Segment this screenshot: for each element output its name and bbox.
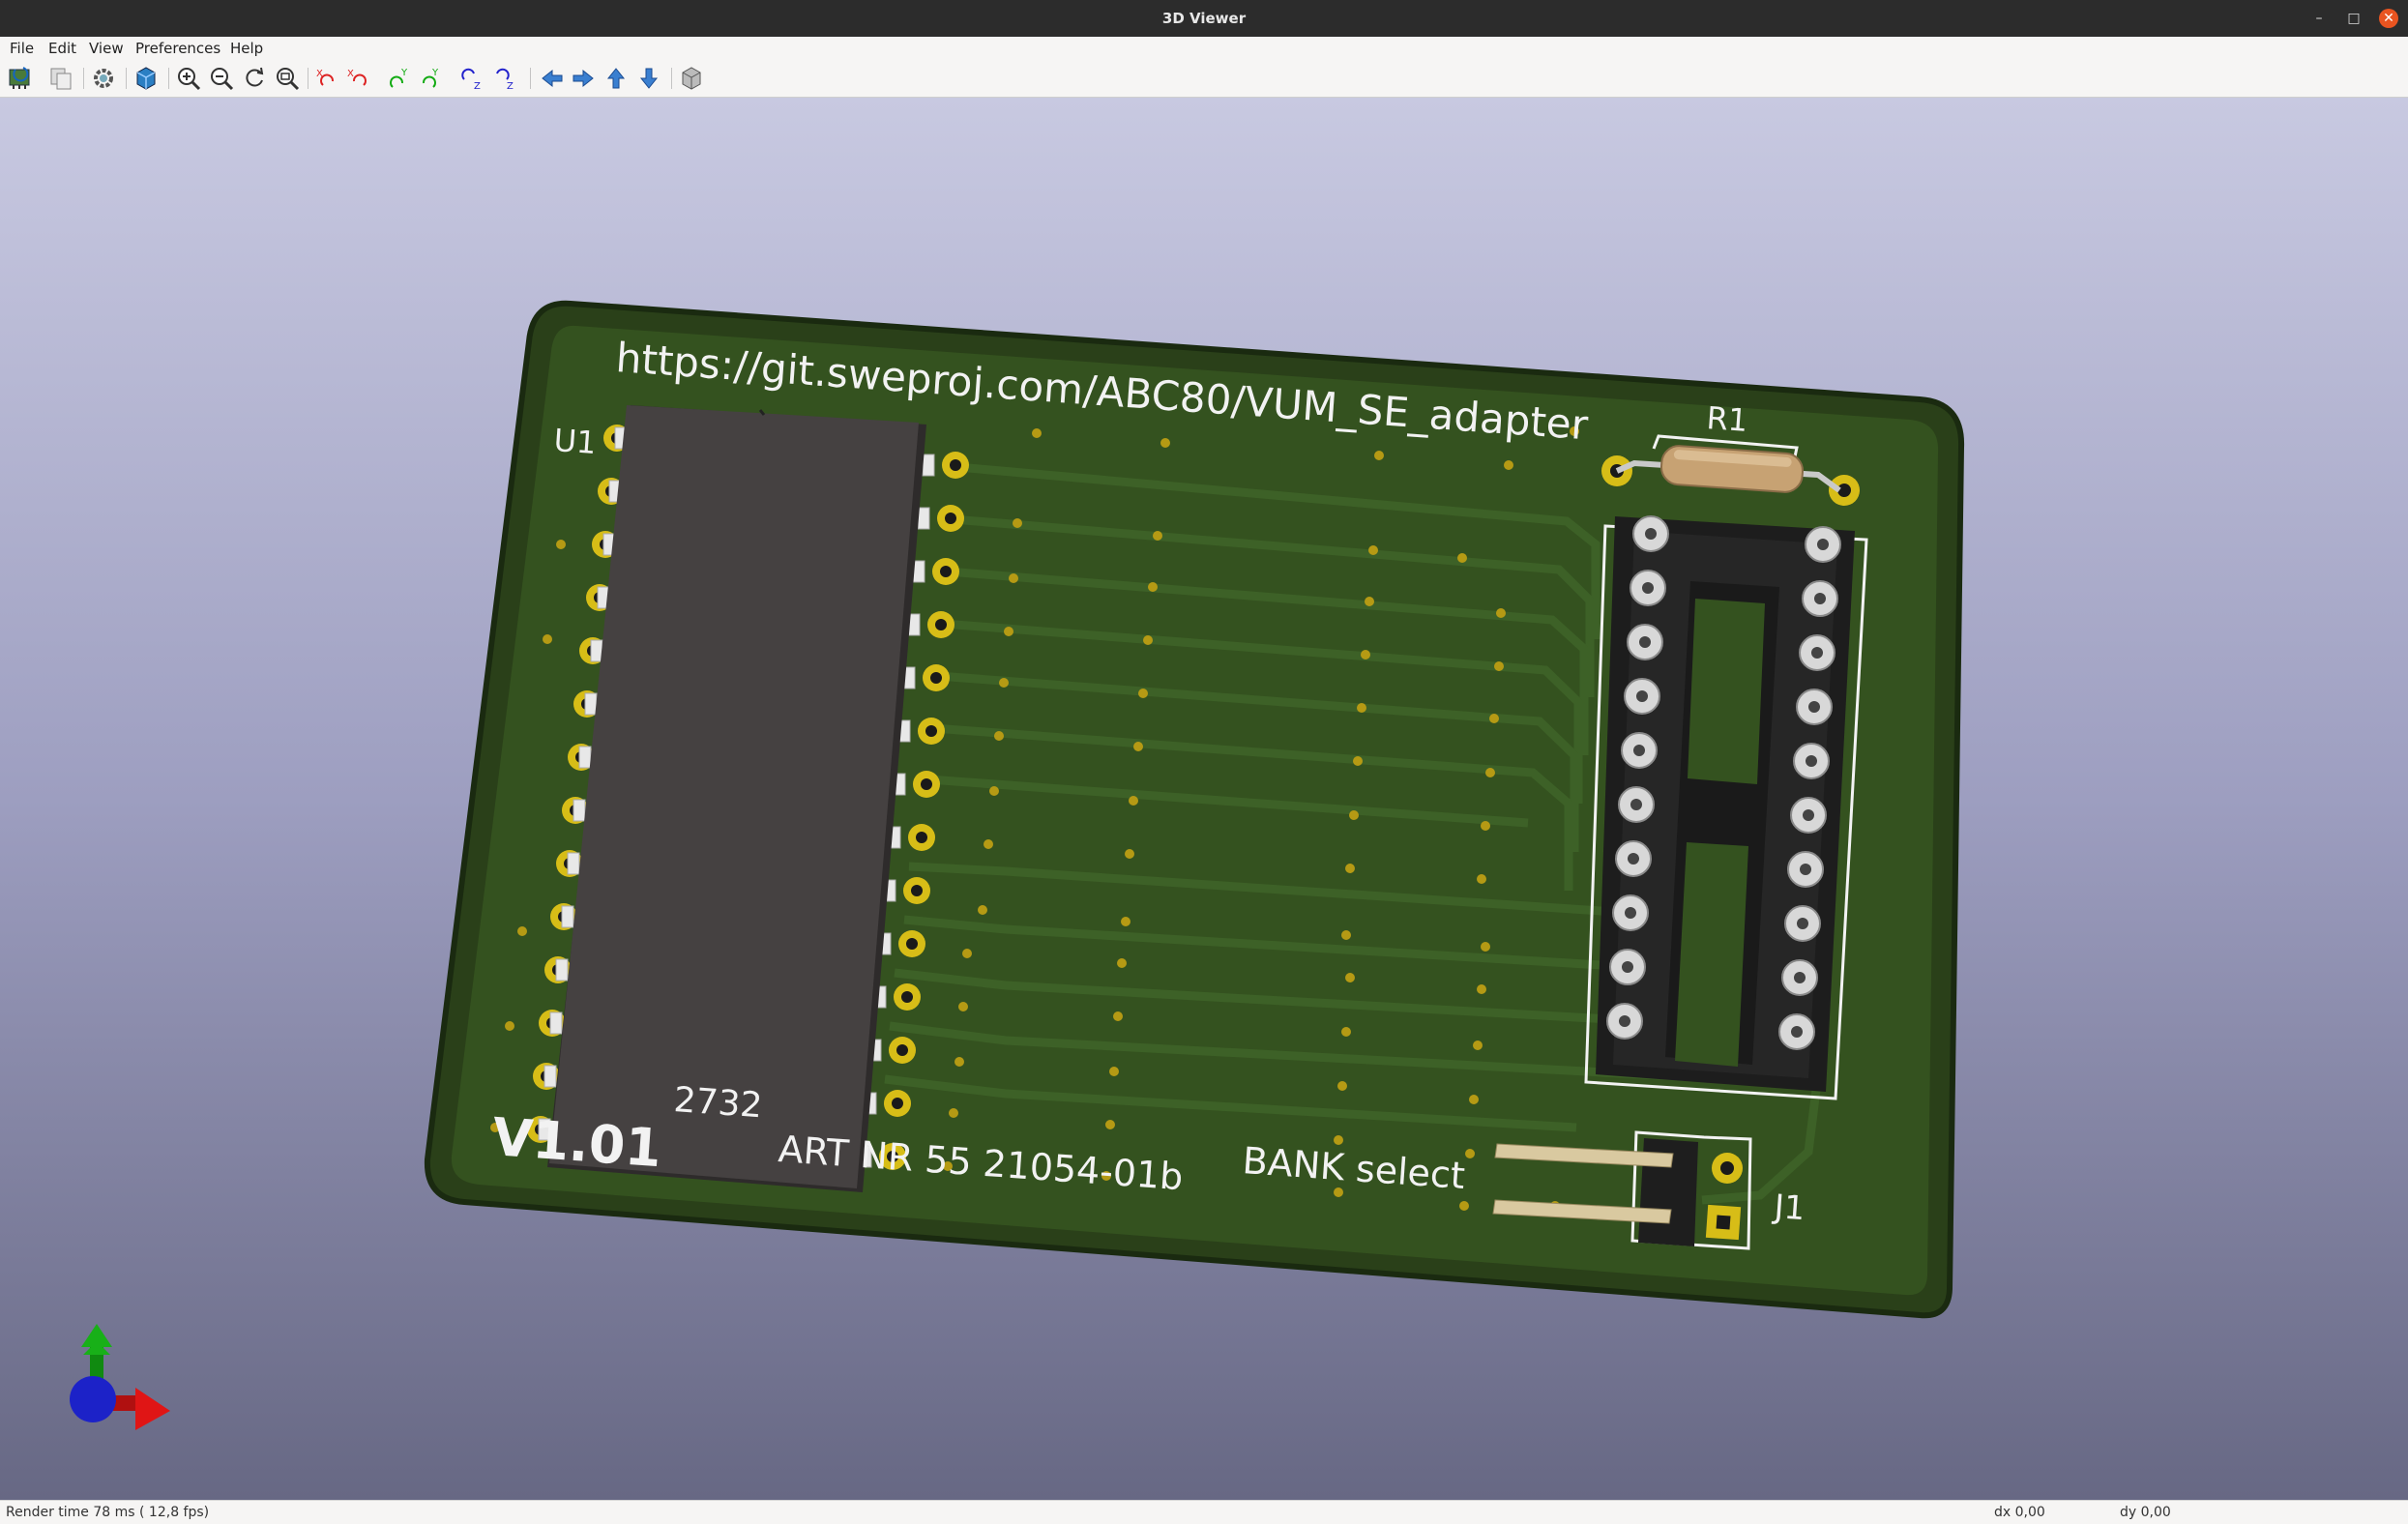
u1-chip-body [549, 405, 919, 1188]
copy-image-icon[interactable] [46, 64, 75, 93]
axis-y-arrow [81, 1324, 112, 1347]
zoom-out-icon[interactable] [207, 64, 236, 93]
close-button[interactable]: ✕ [2379, 9, 2398, 28]
u1-right-pins [879, 452, 969, 1170]
svg-text:Z: Z [507, 81, 514, 92]
render-time-status: Render time 78 ms ( 12,8 fps) [6, 1505, 210, 1520]
window-title: 3D Viewer [1161, 10, 1247, 27]
rotate-y-ccw-icon[interactable]: Y [416, 64, 445, 93]
redraw-icon[interactable] [240, 64, 269, 93]
silk-u1-label: U1 [552, 422, 597, 461]
j1-header [1492, 1130, 1752, 1250]
axis-x-arrow [135, 1388, 170, 1430]
window-titlebar[interactable]: 3D Viewer – □ ✕ [0, 0, 2408, 37]
3d-viewport[interactable]: https://git.sweproj.com/ABC80/VUM_SE_ada… [0, 98, 2408, 1500]
pcb-render: https://git.sweproj.com/ABC80/VUM_SE_ada… [70, 300, 1965, 1430]
menubar: File Edit View Preferences Help [0, 37, 2408, 61]
svg-text:Z: Z [474, 81, 481, 92]
silk-r1-label: R1 [1705, 399, 1748, 439]
ic-socket-pins [1606, 515, 1841, 1050]
silk-j1-label: J1 [1771, 1187, 1806, 1228]
rotate-z-cw-icon[interactable]: Z [458, 64, 487, 93]
dy-status: dy 0,00 [2120, 1505, 2171, 1520]
rotate-y-cw-icon[interactable]: Y [385, 64, 414, 93]
menu-help[interactable]: Help [230, 40, 264, 57]
svg-text:X: X [347, 69, 354, 79]
reload-board-icon[interactable] [6, 64, 35, 93]
raytrace-cube-icon[interactable] [132, 64, 161, 93]
toolbar: X X Y Y Z Z [0, 60, 2408, 98]
svg-text:Y: Y [400, 68, 408, 78]
menu-view[interactable]: View [89, 40, 124, 57]
statusbar: Render time 78 ms ( 12,8 fps) dx 0,00 dy… [0, 1500, 2408, 1524]
menu-edit[interactable]: Edit [48, 40, 77, 57]
svg-text:Y: Y [431, 68, 439, 78]
ic-socket [1584, 516, 1868, 1100]
zoom-fit-icon[interactable] [273, 64, 302, 93]
rotate-x-cw-icon[interactable]: X [313, 64, 342, 93]
pcb-traces [884, 462, 1823, 1205]
gear-icon[interactable] [89, 64, 118, 93]
arrow-right-icon[interactable] [569, 64, 598, 93]
svg-text:X: X [316, 69, 323, 79]
menu-preferences[interactable]: Preferences [135, 40, 221, 57]
rotate-z-ccw-icon[interactable]: Z [491, 64, 520, 93]
zoom-in-icon[interactable] [174, 64, 203, 93]
silk-chip-value: 2732 [672, 1080, 763, 1126]
arrow-down-icon[interactable] [634, 64, 663, 93]
minimize-button[interactable]: – [2315, 11, 2323, 26]
ortho-cube-icon[interactable] [677, 64, 706, 93]
menu-file[interactable]: File [10, 40, 35, 57]
dx-status: dx 0,00 [1994, 1505, 2045, 1520]
rotate-x-ccw-icon[interactable]: X [344, 64, 373, 93]
axis-z-sphere [70, 1376, 116, 1422]
arrow-left-icon[interactable] [538, 64, 567, 93]
arrow-up-icon[interactable] [602, 64, 631, 93]
u1-leads [538, 426, 935, 1168]
silk-version: V1.01 [490, 1106, 663, 1179]
r1-resistor [1601, 434, 1860, 506]
maximize-button[interactable]: □ [2347, 11, 2361, 26]
axis-gizmo [70, 1324, 170, 1430]
